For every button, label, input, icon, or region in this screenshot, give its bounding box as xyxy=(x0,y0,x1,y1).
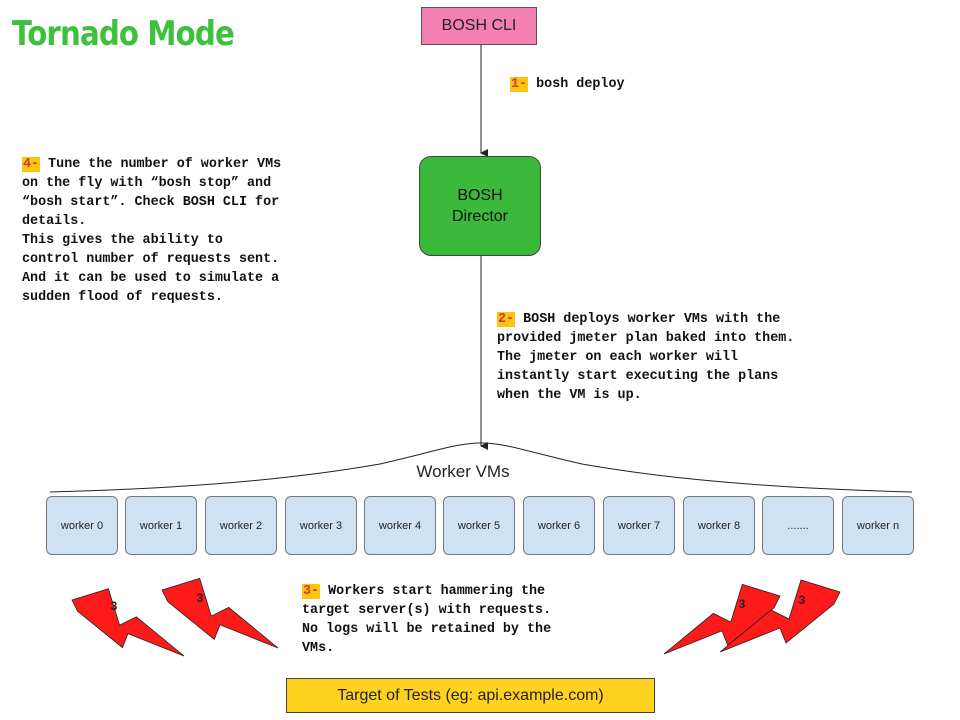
worker-box: worker 4 xyxy=(364,496,436,555)
step-4-line: details. xyxy=(22,214,87,229)
step-3-line: No logs will be retained by the xyxy=(302,622,552,637)
diagram-title: Tornado Mode xyxy=(12,14,235,54)
target-of-tests-box: Target of Tests (eg: api.example.com) xyxy=(286,678,655,713)
workers-brace-curve xyxy=(49,442,913,493)
step-1-text: bosh deploy xyxy=(536,77,625,92)
worker-box: worker n xyxy=(842,496,914,555)
step-4-line: “bosh start”. Check BOSH CLI for xyxy=(22,195,280,210)
worker-box: worker 2 xyxy=(205,496,277,555)
target-label: Target of Tests (eg: api.example.com) xyxy=(337,686,604,704)
worker-box: worker 1 xyxy=(125,496,197,555)
step-4-line: 4- Tune the number of worker VMs xyxy=(22,157,282,172)
worker-box: worker 3 xyxy=(285,496,357,555)
lightning-bolts: 3 3 3 3 xyxy=(71,577,841,657)
worker-box: worker 7 xyxy=(603,496,675,555)
director-label-line2: Director xyxy=(451,208,508,225)
step-2-line: when the VM is up. xyxy=(497,388,642,403)
step-3-annotation: 3- Workers start hammering the target se… xyxy=(302,582,632,658)
worker-vms-label: Worker VMs xyxy=(416,462,510,481)
worker-box: worker 5 xyxy=(443,496,515,555)
step-2-line: instantly start executing the plans xyxy=(497,369,779,384)
worker-box: ....... xyxy=(762,496,834,555)
lightning-bolt-icon xyxy=(71,588,185,657)
bosh-director-box: BOSH Director xyxy=(419,156,541,256)
worker-box: worker 8 xyxy=(683,496,755,555)
step-4-line: control number of requests sent. xyxy=(22,252,280,267)
step-1-number: 1- xyxy=(510,77,529,92)
lightning-bolt-number: 3 xyxy=(739,597,746,611)
worker-box: worker 6 xyxy=(523,496,595,555)
step-4-number: 4- xyxy=(22,157,41,172)
step-4-line: This gives the ability to xyxy=(22,233,223,248)
step-2-line: provided jmeter plan baked into them. xyxy=(497,331,795,346)
step-2-number: 2- xyxy=(497,312,516,327)
lightning-bolt-number: 3 xyxy=(799,593,806,607)
step-3-line: 3- Workers start hammering the xyxy=(302,584,546,599)
step-4-annotation: 4- Tune the number of worker VMs on the … xyxy=(22,155,352,307)
lightning-bolt-icon xyxy=(161,577,279,649)
worker-box: worker 0 xyxy=(46,496,118,555)
lightning-bolt-number: 3 xyxy=(111,599,118,613)
step-2-annotation: 2- BOSH deploys worker VMs with the prov… xyxy=(497,310,897,405)
lightning-bolt-number: 3 xyxy=(197,591,204,605)
bosh-cli-box: BOSH CLI xyxy=(421,7,537,45)
step-3-line: VMs. xyxy=(302,641,335,656)
step-2-line: 2- BOSH deploys worker VMs with the xyxy=(497,312,781,327)
director-label-line1: BOSH xyxy=(457,187,503,204)
bosh-cli-label: BOSH CLI xyxy=(441,17,517,34)
lightning-bolt-icon xyxy=(719,579,841,653)
step-4-line: sudden flood of requests. xyxy=(22,290,223,305)
step-4-line: on the fly with “bosh stop” and xyxy=(22,176,272,191)
step-3-line: target server(s) with requests. xyxy=(302,603,552,618)
step-3-number: 3- xyxy=(302,584,321,599)
step-1-annotation: 1- bosh deploy xyxy=(510,75,625,94)
step-2-line: The jmeter on each worker will xyxy=(497,350,739,365)
step-4-line: And it can be used to simulate a xyxy=(22,271,280,286)
